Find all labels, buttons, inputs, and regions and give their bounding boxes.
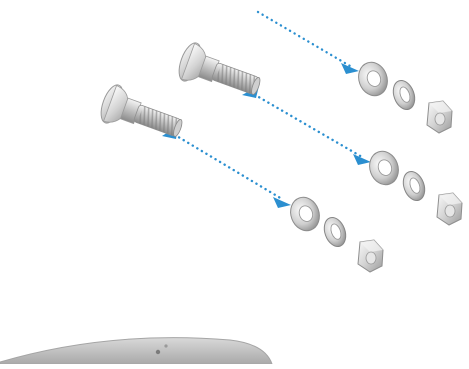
lock-washer-middle [399,168,428,203]
guide-line-middle [250,92,362,157]
mounting-plate [0,338,272,364]
arrowheads [162,63,371,208]
hardware-stack-top [354,58,452,133]
hardware-stack-middle [365,147,462,225]
plate-hole-icon [156,350,160,354]
lock-washer-top [389,77,418,112]
hardware-stack-bottom [286,193,383,272]
plate-hole-icon [164,344,167,347]
guide-line-top [258,12,350,66]
flat-washer-bottom [286,193,324,235]
hex-nut-top [427,101,452,133]
flat-washer-middle [365,147,403,189]
hex-nut-middle [437,193,462,225]
arrow-mid-end-icon [353,154,371,165]
guide-lines [170,12,362,199]
hex-nut-bottom [358,240,383,272]
lock-washer-bottom [320,214,349,249]
arrow-low-end-icon [273,197,291,208]
flat-washer-top [354,58,392,100]
guide-line-bottom [170,132,282,199]
